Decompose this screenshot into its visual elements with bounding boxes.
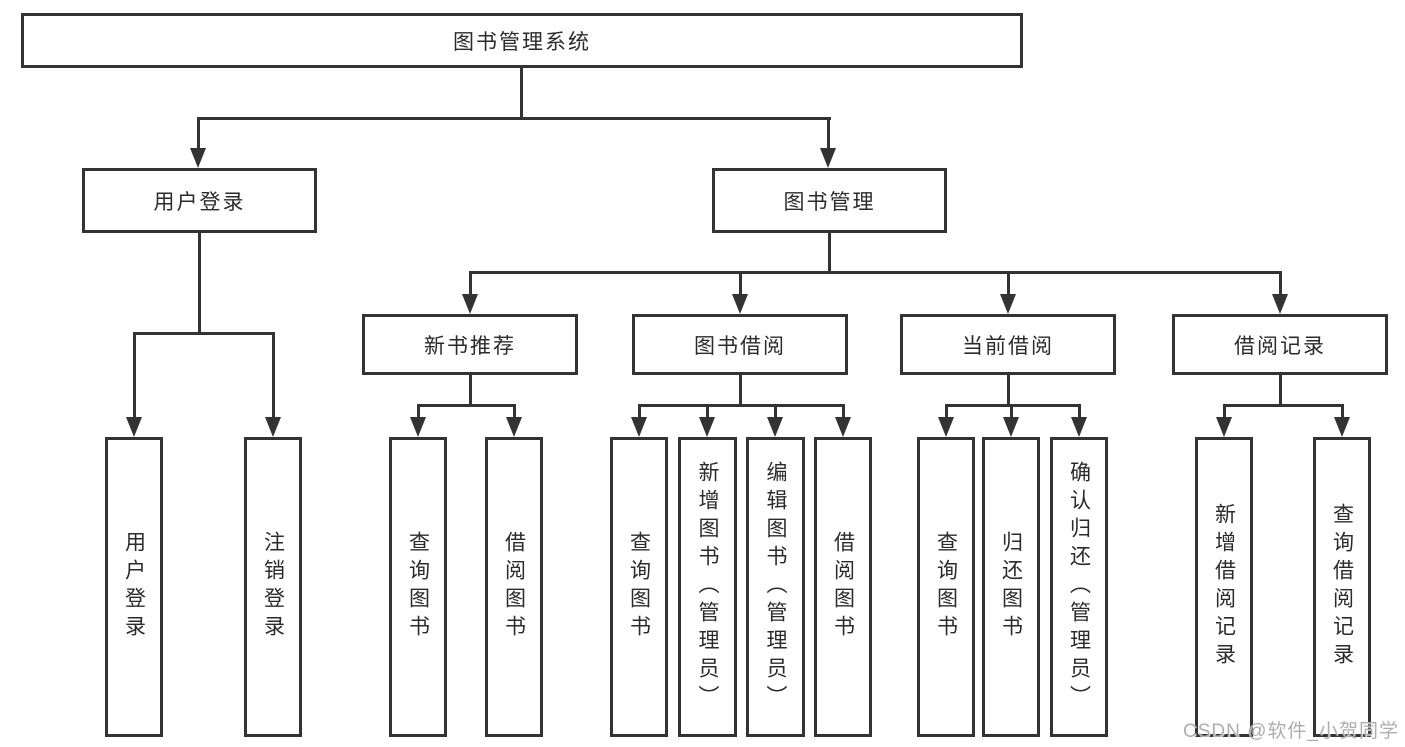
- leaf-user-login: 用户登录: [105, 437, 163, 737]
- connector-drop-leaf: [706, 404, 709, 419]
- arrow-down: [1071, 417, 1087, 437]
- connector-drop-level3: [469, 271, 472, 296]
- watermark: CSDN @软件_小贺同学: [1183, 721, 1399, 742]
- arrow-down: [462, 294, 478, 314]
- connector-drop-level3: [1279, 271, 1282, 296]
- leaf-return-books: 归还图书: [982, 437, 1040, 737]
- leaf-add-borrow-record: 新增借阅记录: [1195, 437, 1253, 737]
- connector-bus: [945, 404, 1081, 407]
- arrow-down: [631, 417, 647, 437]
- leaf-label: 查询借阅记录: [1330, 503, 1354, 671]
- node-library-system: 图书管理系统: [21, 13, 1023, 68]
- connector-bus: [1223, 404, 1344, 407]
- node-label: 图书管理系统: [453, 30, 591, 54]
- connector-drop-level3: [739, 271, 742, 296]
- connector-stem: [1007, 375, 1010, 406]
- arrow-down: [835, 417, 851, 437]
- leaf-label: 用户登录: [122, 531, 146, 643]
- arrow-down: [1000, 294, 1016, 314]
- leaf-query-books-recommend: 查询图书: [389, 437, 447, 737]
- connector-drop-leaf: [774, 404, 777, 419]
- node-label: 图书借阅: [694, 334, 786, 358]
- leaf-label: 借阅图书: [502, 531, 526, 643]
- connector-drop-leaf: [1010, 404, 1013, 419]
- connector-drop-leaf: [638, 404, 641, 419]
- node-label: 借阅记录: [1234, 334, 1326, 358]
- arrow-down: [126, 417, 142, 437]
- arrow-down: [265, 417, 281, 437]
- node-new-book-recommendation: 新书推荐: [362, 314, 578, 375]
- node-book-borrowing: 图书借阅: [632, 314, 848, 375]
- connector-drop-leaf: [842, 404, 845, 419]
- connector-drop-user-login: [197, 117, 200, 150]
- arrow-down: [1003, 417, 1019, 437]
- arrow-down: [732, 294, 748, 314]
- node-current-borrowing: 当前借阅: [900, 314, 1116, 375]
- leaf-edit-books-admin: 编辑图书（管理员）: [746, 437, 805, 737]
- connector-level2-bus: [197, 117, 831, 120]
- connector-book-management-stem: [828, 233, 831, 274]
- leaf-label: 确认归还（管理员）: [1067, 461, 1091, 713]
- leaf-label: 查询图书: [934, 531, 958, 643]
- connector-bus: [417, 404, 516, 407]
- connector-drop-leaf: [1341, 404, 1344, 419]
- connector-drop-leaf: [272, 332, 275, 418]
- leaf-query-books-current: 查询图书: [917, 437, 975, 737]
- node-user-login: 用户登录: [82, 168, 317, 233]
- leaf-label: 归还图书: [999, 531, 1023, 643]
- arrow-down: [820, 148, 836, 168]
- arrow-down: [699, 417, 715, 437]
- leaf-query-books-borrow: 查询图书: [610, 437, 668, 737]
- connector-drop-leaf: [133, 332, 136, 418]
- arrow-down: [1272, 294, 1288, 314]
- arrow-down: [190, 148, 206, 168]
- connector-drop-book-management: [827, 117, 830, 150]
- leaf-logout: 注销登录: [244, 437, 302, 737]
- node-label: 当前借阅: [962, 334, 1054, 358]
- connector-drop-level3: [1007, 271, 1010, 296]
- leaf-label: 注销登录: [261, 531, 285, 643]
- node-label: 新书推荐: [424, 334, 516, 358]
- node-label: 图书管理: [783, 190, 876, 214]
- node-borrowing-records: 借阅记录: [1172, 314, 1388, 375]
- leaf-label: 新增图书（管理员）: [696, 461, 719, 713]
- connector-drop-leaf: [417, 404, 420, 419]
- connector-user-login-stem: [198, 233, 201, 333]
- leaf-label: 编辑图书（管理员）: [764, 461, 787, 713]
- connector-stem: [1279, 375, 1282, 406]
- connector-drop-leaf: [1223, 404, 1226, 419]
- arrow-down: [1216, 417, 1232, 437]
- leaf-borrow-books: 借阅图书: [814, 437, 872, 737]
- connector-level3-bus: [469, 271, 1281, 274]
- connector-drop-leaf: [1078, 404, 1081, 419]
- leaf-label: 查询图书: [406, 531, 430, 643]
- connector-bus: [638, 404, 845, 407]
- arrow-down: [938, 417, 954, 437]
- leaf-add-books-admin: 新增图书（管理员）: [678, 437, 737, 737]
- arrow-down: [506, 417, 522, 437]
- leaf-query-borrow-record: 查询借阅记录: [1313, 437, 1371, 737]
- connector-drop-leaf: [945, 404, 948, 419]
- connector-drop-leaf: [513, 404, 516, 419]
- arrow-down: [767, 417, 783, 437]
- node-label: 用户登录: [153, 190, 246, 214]
- leaf-confirm-return-admin: 确认归还（管理员）: [1050, 437, 1108, 737]
- leaf-borrow-books-recommend: 借阅图书: [485, 437, 543, 737]
- connector-stem: [739, 375, 742, 406]
- leaf-label: 新增借阅记录: [1212, 503, 1236, 671]
- connector-root-stem: [520, 67, 523, 118]
- arrow-down: [1334, 417, 1350, 437]
- connector-user-login-bus: [133, 332, 274, 335]
- node-book-management: 图书管理: [712, 168, 947, 233]
- connector-stem: [469, 375, 472, 406]
- leaf-label: 借阅图书: [831, 531, 855, 643]
- leaf-label: 查询图书: [627, 531, 651, 643]
- arrow-down: [410, 417, 426, 437]
